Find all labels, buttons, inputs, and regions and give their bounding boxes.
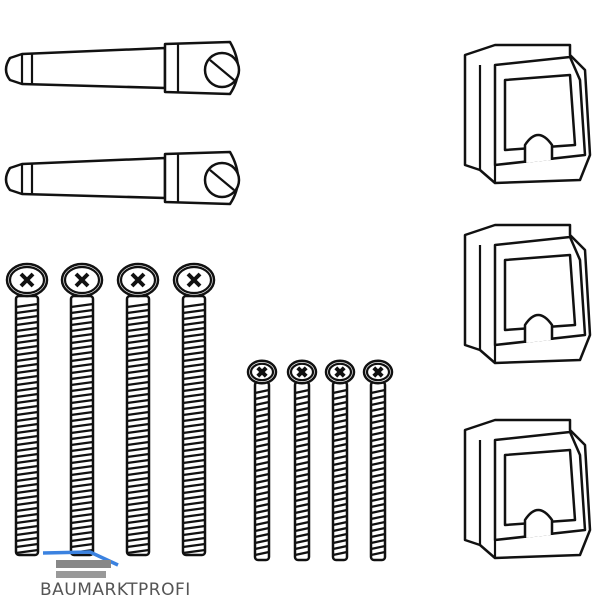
logo-text: BAUMARKTPROFI [40, 580, 191, 600]
phillips-cross-icon [186, 272, 202, 288]
phillips-cross-icon [130, 272, 146, 288]
mounting-clip [463, 418, 592, 560]
screw [362, 359, 394, 562]
screw [5, 262, 49, 557]
screw [172, 262, 216, 557]
phillips-cross-icon [74, 272, 90, 288]
logo [42, 550, 119, 578]
hinge-pin [4, 40, 241, 96]
screw [60, 262, 104, 557]
mounting-clip [463, 43, 592, 185]
screw [116, 262, 160, 557]
mounting-clip [463, 223, 592, 365]
phillips-cross-icon [334, 366, 346, 378]
hinge-pin [4, 150, 241, 206]
screw [324, 359, 356, 562]
phillips-cross-icon [372, 366, 384, 378]
screw [246, 359, 278, 562]
logo-bar [56, 571, 106, 578]
phillips-cross-icon [296, 366, 308, 378]
phillips-cross-icon [19, 272, 35, 288]
screw [286, 359, 318, 562]
phillips-cross-icon [256, 366, 268, 378]
logo-bar [56, 560, 111, 568]
